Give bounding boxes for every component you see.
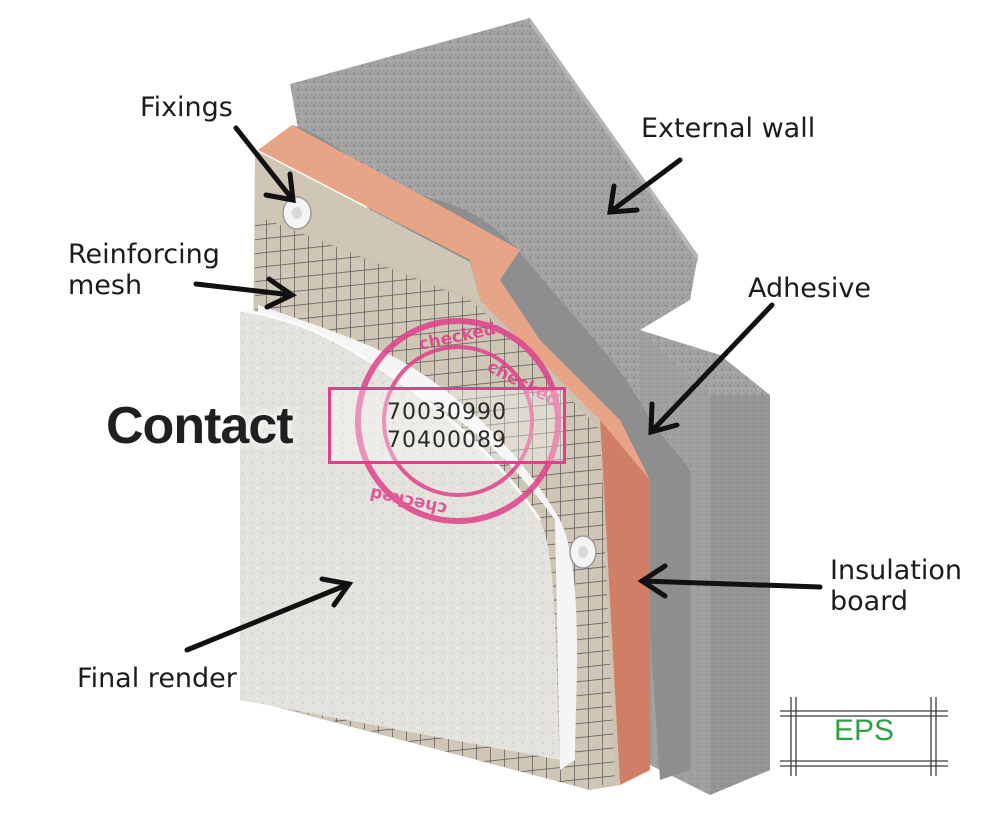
arrow-insulation-board <box>639 578 823 590</box>
contact-text: Contact <box>106 397 294 455</box>
arrow-reinforcing-mesh <box>193 281 295 298</box>
label-reinforcing-mesh-line2: mesh <box>68 270 143 301</box>
arrow-external-wall <box>607 157 683 215</box>
arrow-final-render <box>184 581 352 653</box>
final-render-layer <box>240 310 560 760</box>
arrow-adhesive <box>648 302 775 435</box>
label-reinforcing-mesh: Reinforcing mesh <box>68 239 220 301</box>
callout-arrows <box>184 125 823 653</box>
label-insulation-board-line1: Insulation <box>830 555 963 586</box>
label-insulation-board: Insulation board <box>830 555 962 617</box>
insulation-board <box>258 125 650 785</box>
label-reinforcing-mesh-line1: Reinforcing <box>68 239 220 270</box>
label-external-wall: External wall <box>641 113 816 144</box>
arrow-fixings <box>233 125 296 203</box>
eps-badge-text: EPS <box>833 714 895 747</box>
phone-number-2: 70400089 <box>387 428 507 453</box>
label-adhesive: Adhesive <box>748 273 872 304</box>
fixing-icon <box>282 196 312 230</box>
eps-badge-frame <box>780 697 948 776</box>
label-final-render: Final render <box>77 663 237 694</box>
label-fixings: Fixings <box>140 92 233 123</box>
phone-number-1: 70030990 <box>387 400 507 425</box>
eps-badge: EPS <box>780 697 948 775</box>
phone-stamp-box: 70030990 70400089 <box>328 387 566 464</box>
fixing-icon <box>569 535 597 569</box>
label-insulation-board-line2: board <box>830 586 908 617</box>
